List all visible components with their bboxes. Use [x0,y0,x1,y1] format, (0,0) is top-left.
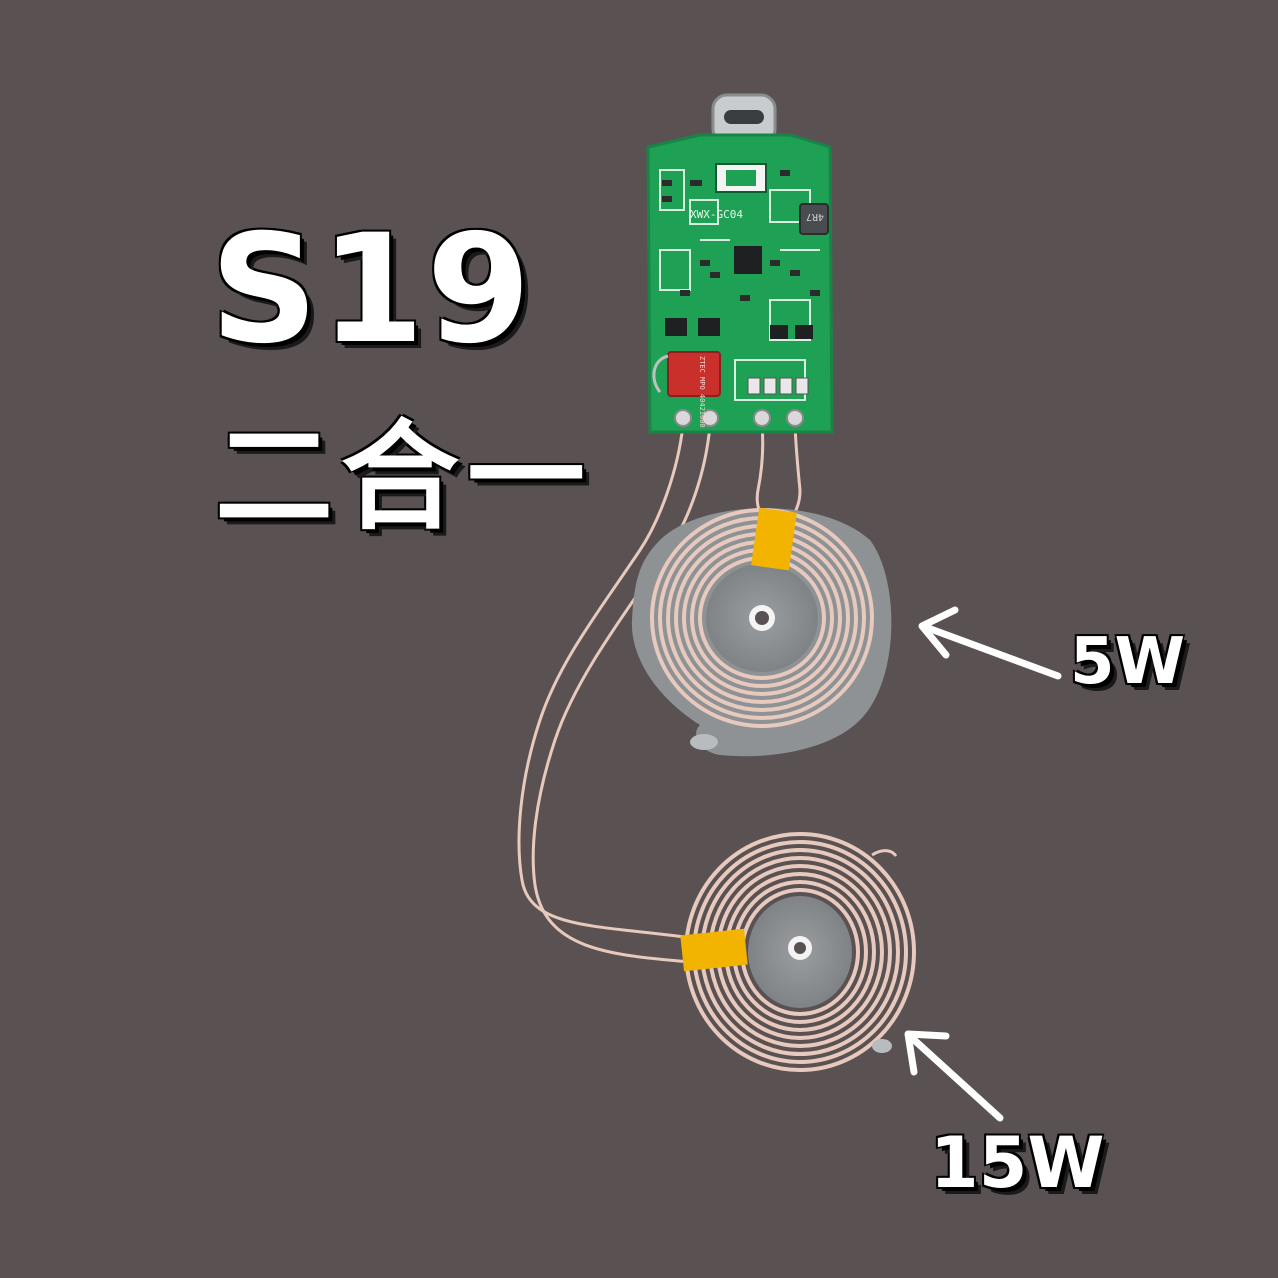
arrow-to-15w [904,1030,1004,1122]
tab-15w [872,1039,892,1053]
main-ic [734,246,762,274]
capacitor-marking: ZTEC MPO 40421000 [698,356,706,428]
product-model-title: S19 [210,203,533,377]
pad-2 [701,409,719,427]
tab-5w [690,734,718,750]
arrow-to-5w [918,606,1062,680]
pad-3 [753,409,771,427]
coil-15w-power-label: 15W [930,1122,1105,1204]
coil-5w [631,507,892,757]
product-subtitle: 二合一 [215,408,594,546]
pcb-board: XWX-GC04 4R7 ZTEC MPO 40421000 [646,93,834,434]
inductor-marking: 4R7 [806,211,824,222]
silkscreen-code: XWX-GC04 [690,208,743,221]
kapton-tape-5w [751,507,797,571]
film-capacitor [667,351,721,397]
wire-15w-a [517,423,694,940]
kapton-tape-15w [680,928,748,972]
wire-5w-b [793,423,802,512]
inductor [799,203,829,235]
pad-4 [786,409,804,427]
pad-1 [674,409,692,427]
coil-15w [680,832,916,1072]
wire-5w-a [755,423,765,514]
coil-5w-power-label: 5W [1070,625,1186,699]
